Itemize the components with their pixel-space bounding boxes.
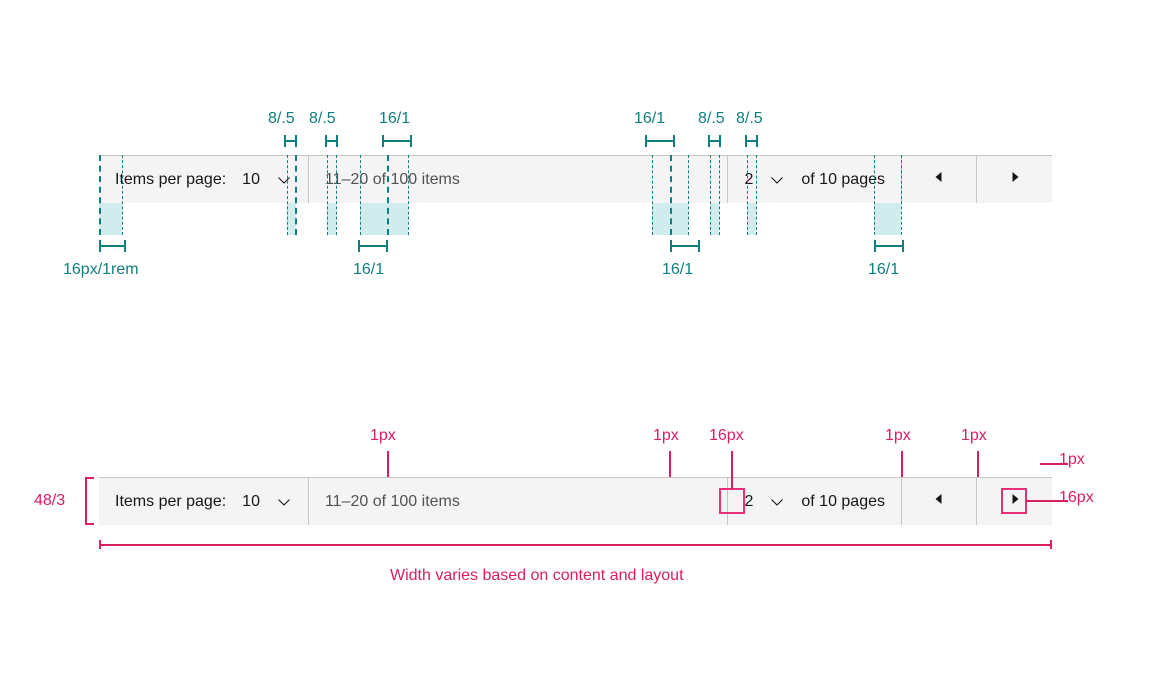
divider-label-4: 1px bbox=[961, 427, 987, 444]
items-per-page-select[interactable]: 10 bbox=[242, 171, 292, 189]
guide-divider2 bbox=[670, 155, 672, 235]
tick-8-c bbox=[708, 135, 721, 147]
spacing-label-below-0: 16px/1rem bbox=[63, 261, 139, 278]
tick-16px-1rem bbox=[99, 240, 126, 252]
caret-right-icon bbox=[1007, 169, 1023, 190]
guide-divider-right bbox=[408, 155, 409, 235]
chevron-down-icon[interactable] bbox=[769, 172, 785, 188]
spacing-label-below-2: 16/1 bbox=[662, 261, 694, 278]
pagination-bar-sizing: Items per page: 10 11–20 of 100 items 2 … bbox=[99, 477, 1052, 525]
items-per-page-label: Items per page: bbox=[115, 170, 227, 188]
caret-left-icon bbox=[931, 169, 947, 190]
next-page-button[interactable] bbox=[977, 478, 1052, 525]
width-note: Width varies based on content and layout bbox=[390, 567, 684, 584]
items-per-page-section: Items per page: 10 bbox=[99, 478, 309, 525]
guide-left-edge bbox=[99, 155, 101, 235]
border-leader bbox=[1040, 463, 1068, 465]
chevron-down-icon[interactable] bbox=[769, 494, 785, 510]
guide-pages-text-end bbox=[874, 155, 875, 235]
pagination-bar-spacing: Items per page: 10 11–20 of 100 items 2 … bbox=[99, 155, 1052, 203]
divider-label-3: 1px bbox=[885, 427, 911, 444]
height-bracket bbox=[85, 477, 94, 525]
items-per-page-section: Items per page: 10 bbox=[99, 156, 309, 203]
tick-16-c bbox=[358, 240, 388, 252]
guide-label-end bbox=[287, 155, 288, 235]
page-number-section: 2 of 10 pages bbox=[728, 478, 902, 525]
next-arrow-leader bbox=[1026, 500, 1068, 502]
items-per-page-label: Items per page: bbox=[115, 492, 227, 510]
divider-label-1: 1px bbox=[370, 427, 396, 444]
spacing-label-below-3: 16/1 bbox=[868, 261, 900, 278]
page-number-value: 2 bbox=[744, 170, 754, 188]
border-size-label: 1px bbox=[1059, 451, 1085, 468]
guide-range-end bbox=[652, 155, 653, 235]
guide-value-end bbox=[327, 155, 328, 235]
width-bracket bbox=[99, 540, 1052, 549]
next-arrow-size-label: 16px bbox=[1059, 489, 1094, 506]
spacing-label-above-4: 8/.5 bbox=[698, 110, 725, 127]
items-per-page-value: 10 bbox=[242, 170, 260, 188]
next-page-button[interactable] bbox=[977, 156, 1052, 203]
chevron-size-label: 16px bbox=[709, 427, 744, 444]
next-arrow-size-box bbox=[1001, 488, 1027, 514]
guide-page-value-end bbox=[710, 155, 711, 235]
divider-leader-1 bbox=[387, 451, 389, 477]
spacing-label-above-1: 8/.5 bbox=[309, 110, 336, 127]
tick-16-a bbox=[382, 135, 412, 147]
spacing-label-above-5: 8/.5 bbox=[736, 110, 763, 127]
tick-16-b bbox=[645, 135, 675, 147]
guide-divider3 bbox=[901, 155, 902, 235]
tick-8-a bbox=[284, 135, 297, 147]
divider-leader-4 bbox=[977, 451, 979, 477]
spacing-label-above-2: 16/1 bbox=[379, 110, 411, 127]
guide-page-chev-end bbox=[747, 155, 748, 235]
caret-right-icon bbox=[1007, 491, 1023, 512]
tick-8-b bbox=[325, 135, 338, 147]
spacing-label-above-0: 8/.5 bbox=[268, 110, 295, 127]
caret-left-icon bbox=[931, 491, 947, 512]
spacing-label-below-1: 16/1 bbox=[353, 261, 385, 278]
previous-page-button[interactable] bbox=[902, 478, 977, 525]
chevron-size-box bbox=[719, 488, 745, 514]
guide-page-chev-start bbox=[719, 155, 720, 235]
bottom-spec-diagram: Items per page: 10 11–20 of 100 items 2 … bbox=[0, 400, 1152, 695]
divider-leader-2 bbox=[669, 451, 671, 477]
guide-left-padding-end bbox=[122, 155, 123, 235]
item-range-text: 11–20 of 100 items bbox=[309, 156, 729, 203]
guide-page-of-start bbox=[756, 155, 757, 235]
previous-page-button[interactable] bbox=[902, 156, 977, 203]
guide-divider-left bbox=[387, 155, 389, 235]
guide-value-start bbox=[295, 155, 297, 235]
top-spec-diagram: Items per page: 10 11–20 of 100 items 2 … bbox=[0, 0, 1152, 300]
divider-leader-3 bbox=[901, 451, 903, 477]
items-per-page-value: 10 bbox=[242, 492, 260, 510]
chevron-leader bbox=[731, 451, 733, 489]
total-pages-text: of 10 pages bbox=[801, 492, 885, 510]
guide-chev-end bbox=[360, 155, 361, 235]
total-pages-text: of 10 pages bbox=[801, 170, 885, 188]
tick-8-d bbox=[745, 135, 758, 147]
item-range-text: 11–20 of 100 items bbox=[309, 478, 729, 525]
chevron-down-icon[interactable] bbox=[276, 494, 292, 510]
chevron-down-icon[interactable] bbox=[276, 172, 292, 188]
spacing-label-above-3: 16/1 bbox=[634, 110, 666, 127]
page-number-section: 2 of 10 pages bbox=[728, 156, 902, 203]
height-label: 48/3 bbox=[34, 492, 66, 509]
tick-16-e bbox=[874, 240, 904, 252]
guide-page-start bbox=[688, 155, 689, 235]
tick-16-d bbox=[670, 240, 700, 252]
divider-label-2: 1px bbox=[653, 427, 679, 444]
page-number-value: 2 bbox=[744, 492, 754, 510]
items-per-page-select[interactable]: 10 bbox=[242, 493, 292, 511]
guide-chev-start bbox=[336, 155, 337, 235]
